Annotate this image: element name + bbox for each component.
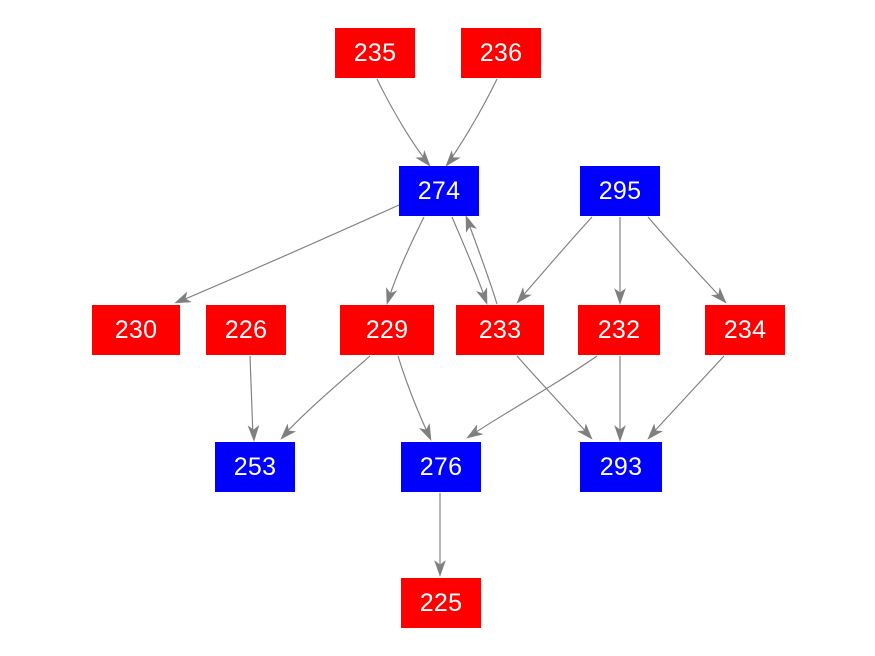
node-label: 276 — [419, 452, 463, 481]
graph-node-232[interactable]: 232 — [578, 305, 660, 355]
graph-edge-295-to-232 — [614, 217, 626, 305]
arrowhead-icon — [419, 423, 432, 441]
graph-node-236[interactable]: 236 — [461, 28, 541, 78]
edge-line — [282, 355, 371, 437]
node-label: 235 — [353, 38, 397, 67]
graph-edge-274-to-233 — [451, 216, 488, 305]
arrowhead-icon — [174, 291, 192, 304]
arrowhead-icon — [577, 423, 593, 440]
node-label: 274 — [417, 176, 461, 205]
graph-node-274[interactable]: 274 — [399, 166, 479, 216]
graph-edge-229-to-276 — [397, 355, 432, 441]
arrowhead-icon — [280, 423, 297, 440]
arrowhead-icon — [614, 425, 626, 442]
edge-line — [647, 216, 724, 301]
node-label: 226 — [224, 315, 268, 344]
node-label: 232 — [597, 315, 641, 344]
node-label: 253 — [233, 452, 277, 481]
arrowhead-icon — [476, 287, 488, 305]
edge-line — [447, 78, 498, 164]
edge-line — [451, 216, 487, 302]
node-label: 233 — [478, 315, 522, 344]
graph-edge-233-to-293 — [516, 355, 593, 440]
arrowhead-icon — [465, 215, 477, 233]
graph-edge-234-to-293 — [647, 355, 725, 440]
graph-node-233[interactable]: 233 — [456, 305, 544, 355]
arrowhead-icon — [445, 150, 461, 167]
graph-node-230[interactable]: 230 — [92, 305, 180, 355]
graph-node-293[interactable]: 293 — [580, 442, 662, 492]
node-label: 230 — [114, 315, 158, 344]
edge-line — [177, 204, 400, 303]
graph-node-235[interactable]: 235 — [335, 28, 415, 78]
node-label: 295 — [598, 176, 642, 205]
node-label: 229 — [365, 315, 409, 344]
graph-edge-235-to-274 — [376, 78, 431, 167]
edge-line — [649, 355, 725, 437]
node-label: 225 — [419, 588, 463, 617]
graph-edge-226-to-253 — [247, 355, 260, 442]
edge-line — [469, 355, 598, 437]
graph-edge-229-to-253 — [280, 355, 371, 440]
graph-edge-232-to-293 — [614, 356, 626, 442]
arrowhead-icon — [711, 287, 727, 304]
graph-edge-274-to-229 — [386, 216, 425, 305]
edge-line — [387, 216, 425, 302]
graph-node-226[interactable]: 226 — [206, 305, 286, 355]
graph-edge-276-to-225 — [434, 493, 446, 577]
graph-node-276[interactable]: 276 — [401, 442, 481, 492]
arrowhead-icon — [516, 287, 532, 304]
graph-node-234[interactable]: 234 — [705, 305, 785, 355]
graph-edge-232-to-276 — [466, 355, 598, 439]
graph-edge-295-to-233 — [516, 216, 593, 304]
edge-line — [397, 355, 430, 437]
graph-edge-233-to-274 — [465, 215, 498, 305]
graph-node-295[interactable]: 295 — [580, 166, 660, 216]
node-label: 293 — [599, 452, 643, 481]
arrowhead-icon — [415, 150, 431, 167]
arrowhead-icon — [386, 287, 398, 305]
arrowhead-icon — [466, 424, 484, 439]
arrowhead-icon — [434, 560, 446, 577]
arrowhead-icon — [247, 424, 260, 442]
node-label: 236 — [479, 38, 523, 67]
node-label: 234 — [723, 315, 767, 344]
edge-line — [518, 216, 593, 301]
arrowhead-icon — [647, 423, 663, 440]
arrowhead-icon — [614, 288, 626, 305]
edge-line — [249, 355, 254, 438]
graph-node-253[interactable]: 253 — [215, 442, 295, 492]
graph-node-225[interactable]: 225 — [401, 578, 481, 628]
graph-edge-236-to-274 — [445, 78, 498, 167]
edge-line — [516, 355, 591, 437]
edge-line — [376, 78, 429, 164]
graph-node-229[interactable]: 229 — [340, 305, 434, 355]
graph-edge-274-to-230 — [174, 204, 400, 304]
graph-edge-295-to-234 — [647, 216, 727, 304]
